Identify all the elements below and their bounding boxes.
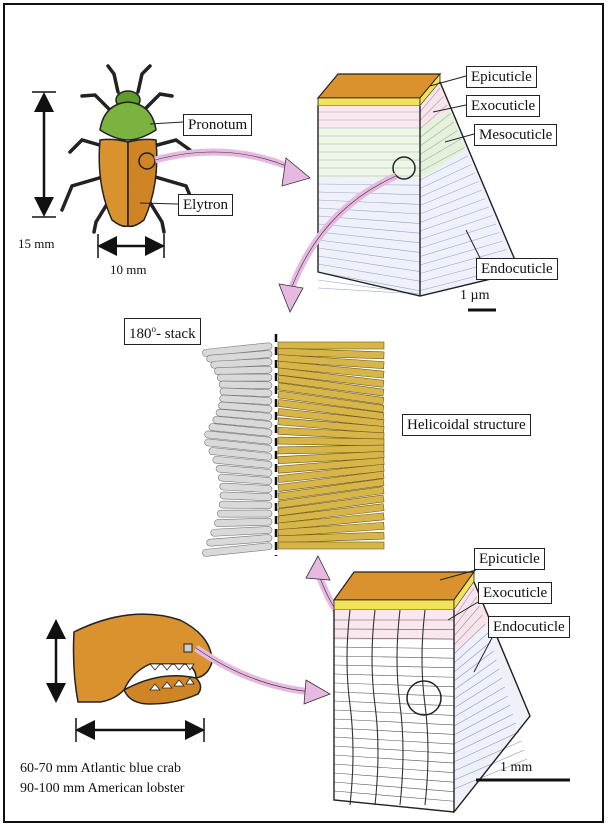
beetle-scale-label: 1 µm [460,288,489,304]
beetle-endocuticle-label: Endocuticle [476,258,558,280]
helicoidal-structure-label: Helicoidal structure [402,414,531,436]
helicoid-illustration [202,334,384,557]
beetle-length-label: 15 mm [18,236,54,252]
elytron-label: Elytron [178,194,233,216]
beetle-width-label: 10 mm [110,262,146,278]
pronotum-label: Pronotum [183,114,252,136]
stack-suffix: - stack [156,326,196,342]
beetle-illustration [62,66,196,232]
stack-label: 180o- stack [124,318,201,345]
crab-exocuticle-label: Exocuticle [478,582,552,604]
crab-cuticle-block [334,572,530,812]
crab-epicuticle-label: Epicuticle [474,548,545,570]
crab-scale-label: 1 mm [500,760,532,776]
claw-size-line-2: 90-100 mm American lobster [20,780,184,798]
beetle-mesocuticle-label: Mesocuticle [474,124,557,146]
claw-size-line-1: 60-70 mm Atlantic blue crab [20,760,181,778]
beetle-epicuticle-label: Epicuticle [466,66,537,88]
crab-endocuticle-label: Endocuticle [488,616,570,638]
stack-angle: 180 [129,326,152,342]
beetle-exocuticle-label: Exocuticle [466,95,540,117]
crab-claw-illustration [74,614,213,704]
